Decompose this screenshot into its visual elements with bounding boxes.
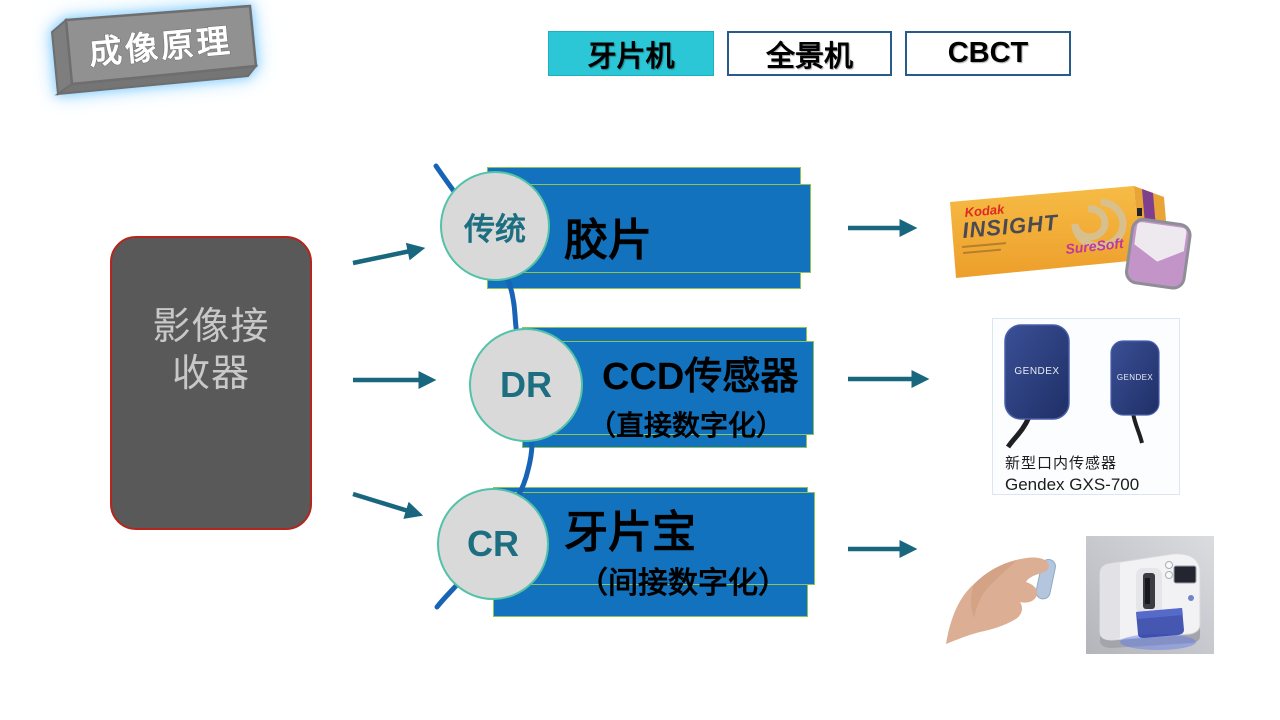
kodak-film-box-image: Kodak INSIGHT SureSoft <box>950 186 1192 290</box>
intraoral-sensor-large <box>1004 324 1070 420</box>
hand-silhouette <box>946 557 1049 644</box>
title-badge-3d: 成像原理 <box>50 4 259 96</box>
film-bar-title: 胶片 <box>564 216 652 265</box>
swirl-graphic <box>1071 198 1127 250</box>
blue-tray-rim <box>1136 608 1183 619</box>
image-receiver-box: 影像接收器 <box>110 236 312 530</box>
tab-label: 全景机 <box>765 40 853 73</box>
scanner-left-shade <box>1100 562 1120 640</box>
hand-shading <box>971 560 1016 618</box>
tab-cbct[interactable]: CBCT <box>905 31 1071 76</box>
blue-glow <box>1120 634 1196 650</box>
hand-holding-plate-image <box>946 557 1056 644</box>
cr-bar <box>502 492 815 585</box>
ccd-bar-subtitle: （直接数字化） <box>588 410 785 441</box>
film-bar <box>506 184 811 273</box>
gendex-sensor-image-panel: GENDEX GENDEX 新型口内传感器 Gendex GXS-700 <box>992 318 1180 495</box>
ccd-bar-title: CCD传感器 <box>602 356 799 398</box>
badge-front-face <box>64 4 258 86</box>
gendex-caption: 新型口内传感器 Gendex GXS-700 <box>1005 452 1139 495</box>
arrow-to-cr <box>352 491 424 519</box>
gendex-logo-small: GENDEX <box>1117 373 1153 382</box>
plate-scanner-image <box>1086 536 1214 654</box>
kodak-logo: Kodak <box>964 202 1006 220</box>
gendex-sensors-graphic: GENDEX GENDEX <box>1004 324 1160 449</box>
tab-label: 牙片机 <box>587 40 675 73</box>
film-packet <box>1125 217 1192 290</box>
cr-bar-title: 牙片宝 <box>564 508 696 557</box>
cr-bar-subtitle: （间接数字化） <box>578 567 788 600</box>
node-cr: CR <box>437 488 549 600</box>
scanner-button-2 <box>1165 571 1173 579</box>
sensor-cable-small <box>1131 412 1144 444</box>
node-traditional: 传统 <box>440 171 550 281</box>
gendex-caption-line1: 新型口内传感器 <box>1005 455 1118 472</box>
tab-label: CBCT <box>947 37 1029 69</box>
image-receiver-label: 影像接收器 <box>152 306 270 395</box>
scanner-button-1 <box>1165 561 1173 569</box>
node-label: DR <box>500 364 552 405</box>
node-dr: DR <box>469 328 583 442</box>
gendex-caption-line2: Gendex GXS-700 <box>1005 475 1140 494</box>
sensor-cable-large <box>1005 415 1032 449</box>
suresoft-label: SureSoft <box>1065 235 1126 257</box>
tab-panoramic-machine[interactable]: 全景机 <box>727 31 892 76</box>
node-label: CR <box>467 523 519 564</box>
tab-dental-film-machine[interactable]: 牙片机 <box>548 31 714 76</box>
arrow-to-traditional <box>352 242 426 266</box>
gendex-logo-large: GENDEX <box>1014 366 1059 377</box>
scanner-screen <box>1173 565 1197 584</box>
scanner-logo-dot <box>1188 595 1194 601</box>
node-label: 传统 <box>464 211 526 247</box>
intraoral-sensor-small <box>1110 340 1160 416</box>
